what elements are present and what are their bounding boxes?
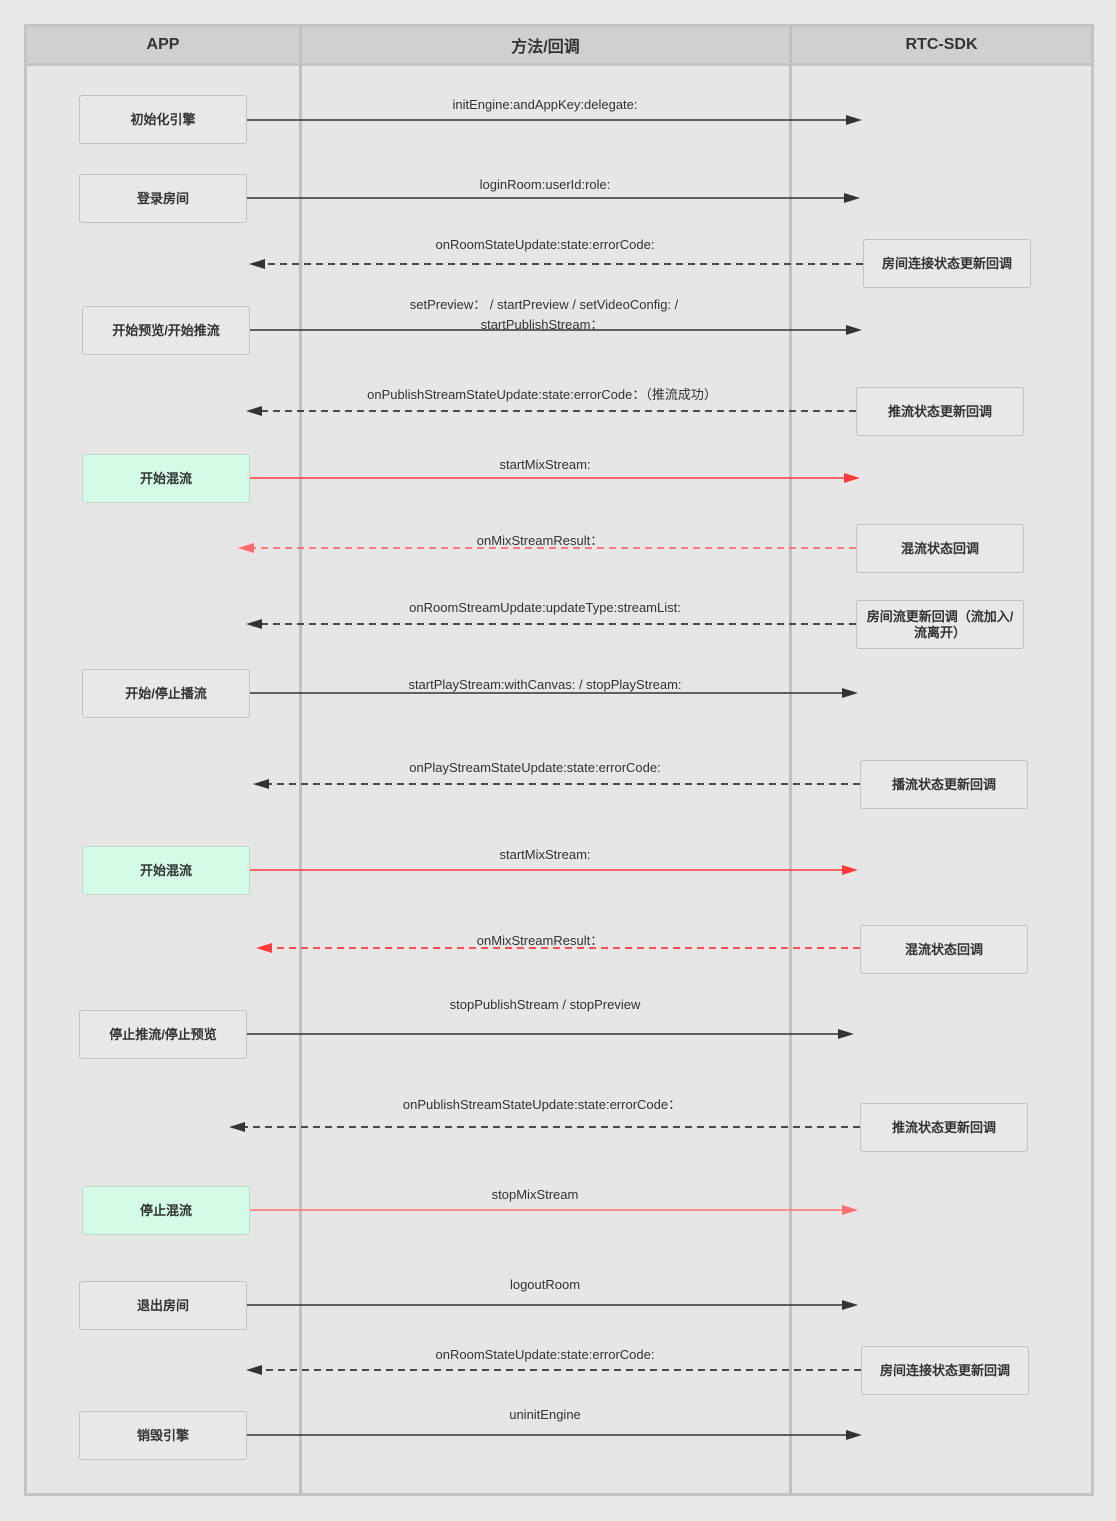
message-label: onRoomStateUpdate:state:errorCode:	[435, 1347, 655, 1362]
message-label: startMixStream:	[499, 457, 591, 472]
sdk-callback-publish-state: 推流状态更新回调	[856, 387, 1024, 436]
message-arrowhead	[846, 1430, 862, 1440]
message-label: loginRoom:userId:role:	[479, 177, 611, 192]
message-label: logoutRoom	[509, 1277, 581, 1292]
message-arrowhead	[229, 1122, 245, 1132]
sdk-callback-mix-stream: 混流状态回调	[856, 524, 1024, 573]
message-label: onRoomStateUpdate:state:errorCode:	[435, 237, 655, 252]
message-arrowhead	[238, 543, 254, 553]
message-label: stopPublishStream / stopPreview	[449, 997, 641, 1012]
app-step-start-mix-stream-2: 开始混流	[82, 846, 250, 895]
app-step-uninit-engine: 销毁引擎	[79, 1411, 247, 1460]
message-arrowhead	[842, 688, 858, 698]
message-label: setPreview： / startPreview / setVideoCon…	[409, 297, 679, 312]
message-arrowhead	[846, 325, 862, 335]
message-label: initEngine:andAppKey:delegate:	[452, 97, 638, 112]
app-step-login-room: 登录房间	[79, 174, 247, 223]
message-label: onPlayStreamStateUpdate:state:errorCode:	[409, 760, 661, 775]
lane-divider-app	[299, 24, 302, 1496]
sdk-callback-publish-state-2: 推流状态更新回调	[860, 1103, 1028, 1152]
message-arrowhead	[253, 779, 269, 789]
message-label: startMixStream:	[499, 847, 591, 862]
message-label: onMixStreamResult：	[476, 933, 604, 948]
message-arrowhead	[846, 115, 862, 125]
app-step-stop-mix-stream: 停止混流	[82, 1186, 250, 1235]
sdk-callback-room-stream-update: 房间流更新回调（流加入/流离开）	[856, 600, 1024, 649]
app-step-logout-room: 退出房间	[79, 1281, 247, 1330]
message-label: onRoomStreamUpdate:updateType:streamList…	[409, 600, 681, 615]
app-step-start-preview-publish: 开始预览/开始推流	[82, 306, 250, 355]
message-arrowhead	[838, 1029, 854, 1039]
app-step-start-stop-play: 开始/停止播流	[82, 669, 250, 718]
message-label: onPublishStreamStateUpdate:state:errorCo…	[367, 387, 717, 402]
message-arrowhead	[246, 1365, 262, 1375]
message-arrowhead	[842, 1300, 858, 1310]
sdk-callback-room-state-2: 房间连接状态更新回调	[861, 1346, 1029, 1395]
message-label: uninitEngine	[509, 1407, 581, 1422]
message-arrowhead	[844, 473, 860, 483]
lane-header-app: APP	[24, 24, 302, 66]
message-arrowhead	[844, 193, 860, 203]
lane-header-sdk: RTC-SDK	[789, 24, 1094, 66]
message-label: onPublishStreamStateUpdate:state:errorCo…	[402, 1097, 682, 1112]
message-arrowhead	[246, 619, 262, 629]
lane-divider-sdk	[789, 24, 792, 1496]
app-step-stop-publish-preview: 停止推流/停止预览	[79, 1010, 247, 1059]
sdk-callback-room-state: 房间连接状态更新回调	[863, 239, 1031, 288]
message-arrowhead	[842, 865, 858, 875]
message-arrowhead	[246, 406, 262, 416]
message-arrowhead	[842, 1205, 858, 1215]
sdk-callback-mix-stream-2: 混流状态回调	[860, 925, 1028, 974]
message-label-line2: startPublishStream：	[480, 317, 604, 332]
message-label: stopMixStream	[491, 1187, 579, 1202]
sdk-callback-play-state: 播流状态更新回调	[860, 760, 1028, 809]
message-arrowhead	[249, 259, 265, 269]
message-label: onMixStreamResult：	[476, 533, 604, 548]
app-step-start-mix-stream: 开始混流	[82, 454, 250, 503]
message-arrowhead	[256, 943, 272, 953]
app-step-init-engine: 初始化引擎	[79, 95, 247, 144]
message-label: startPlayStream:withCanvas: / stopPlaySt…	[408, 677, 682, 692]
